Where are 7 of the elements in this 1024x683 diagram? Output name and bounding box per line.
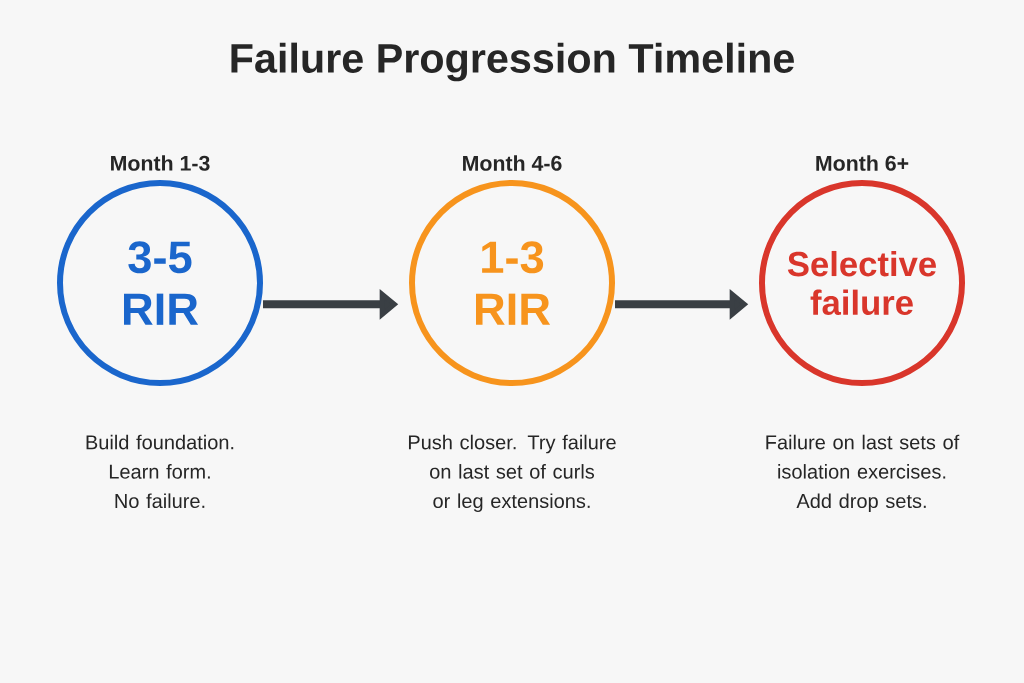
description: Push closer. Try failure on last set of curls or leg extensions.	[408, 434, 616, 512]
description: Failure on last sets of isolation exercises. Add drop sets.	[766, 434, 960, 512]
title: Failure Progression Timeline	[231, 42, 794, 82]
heading: Month 6+	[816, 155, 909, 171]
description: Build foundation. Learn form. No failure.	[86, 434, 234, 509]
heading: Month 4-6	[463, 155, 562, 171]
heading: Month 1-3	[111, 155, 210, 171]
